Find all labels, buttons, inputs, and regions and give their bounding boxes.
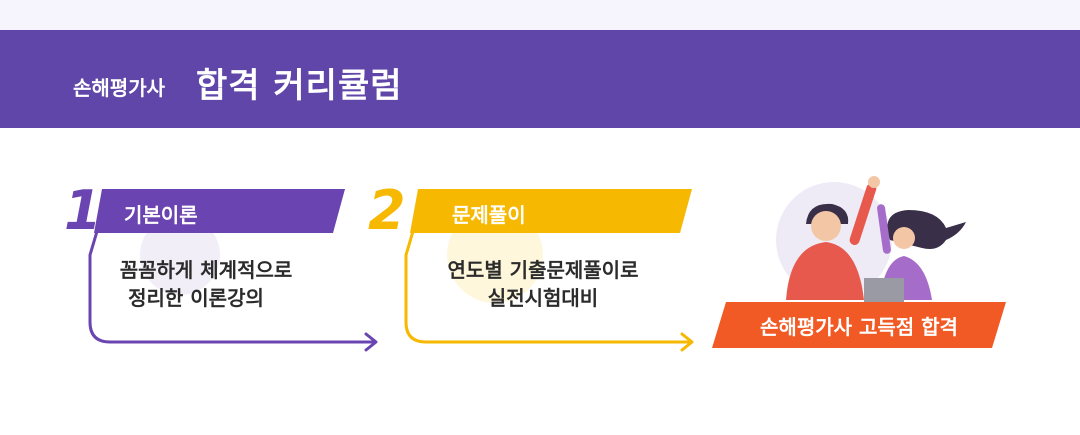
step-2-desc-line2: 실전시험대비 (487, 286, 599, 310)
step-2-desc-line1: 연도별 기출문제풀이로 (447, 258, 639, 282)
step-1-desc-line2: 정리한 이론강의 (128, 286, 264, 310)
step-1-number: 1 (64, 179, 102, 242)
step-1-label: 기본이론 (124, 203, 198, 227)
goal-label: 손해평가사 고득점 합격 (760, 315, 958, 339)
step-2-number: 2 (368, 179, 406, 242)
step-1-desc-line1: 꼼꼼하게 체계적으로 (119, 258, 293, 282)
header-banner (0, 30, 1080, 128)
step-2-label: 문제풀이 (452, 203, 526, 227)
header-title: 합격 커리큘럼 (196, 66, 403, 106)
header-subtitle: 손해평가사 (73, 76, 165, 100)
top-strip (0, 0, 1080, 30)
